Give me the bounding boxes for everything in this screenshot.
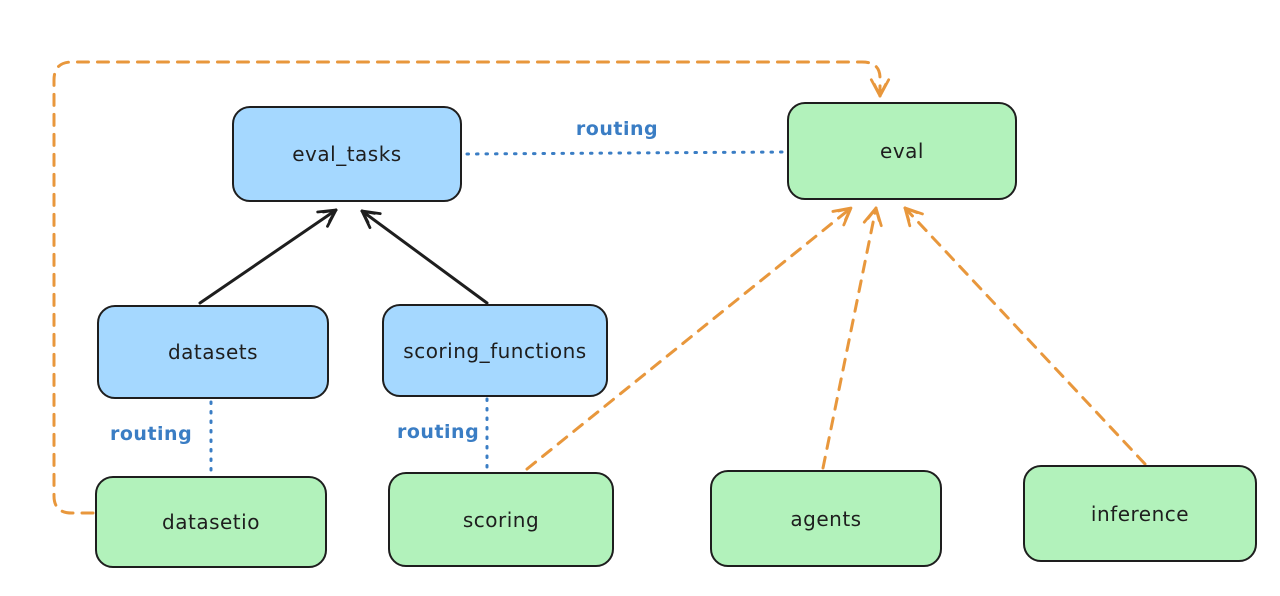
edge-inference-to-eval (903, 206, 1147, 466)
node-datasets: datasets (97, 305, 329, 399)
node-eval: eval (787, 102, 1017, 200)
edge-datasetio-to-eval (52, 60, 891, 515)
edge-scoring_functions-to-eval_tasks (360, 209, 489, 305)
node-scoring: scoring (388, 472, 614, 567)
node-inference: inference (1023, 465, 1257, 562)
node-scoring_functions-label: scoring_functions (403, 338, 587, 363)
node-scoring_functions: scoring_functions (382, 304, 608, 397)
edge-label-routing-datasets-datasetio: routing (110, 423, 193, 445)
edge-label-routing-eval_tasks-eval: routing (575, 118, 659, 140)
edge-datasets-to-eval_tasks (198, 208, 338, 305)
node-eval-label: eval (880, 139, 924, 163)
edge-agents-to-eval (821, 206, 883, 470)
node-datasets-label: datasets (167, 340, 259, 364)
node-agents-label: agents (790, 506, 862, 531)
node-datasetio: datasetio (95, 476, 327, 568)
node-agents: agents (710, 470, 942, 567)
edge-eval_tasks-to-eval (465, 150, 785, 156)
node-eval_tasks-label: eval_tasks (292, 142, 402, 166)
node-eval_tasks: eval_tasks (232, 106, 462, 202)
edge-label-routing-scoring_functions-scoring: routing (397, 421, 480, 443)
node-scoring-label: scoring (462, 507, 540, 532)
node-datasetio-label: datasetio (162, 510, 260, 534)
node-inference-label: inference (1090, 501, 1190, 526)
